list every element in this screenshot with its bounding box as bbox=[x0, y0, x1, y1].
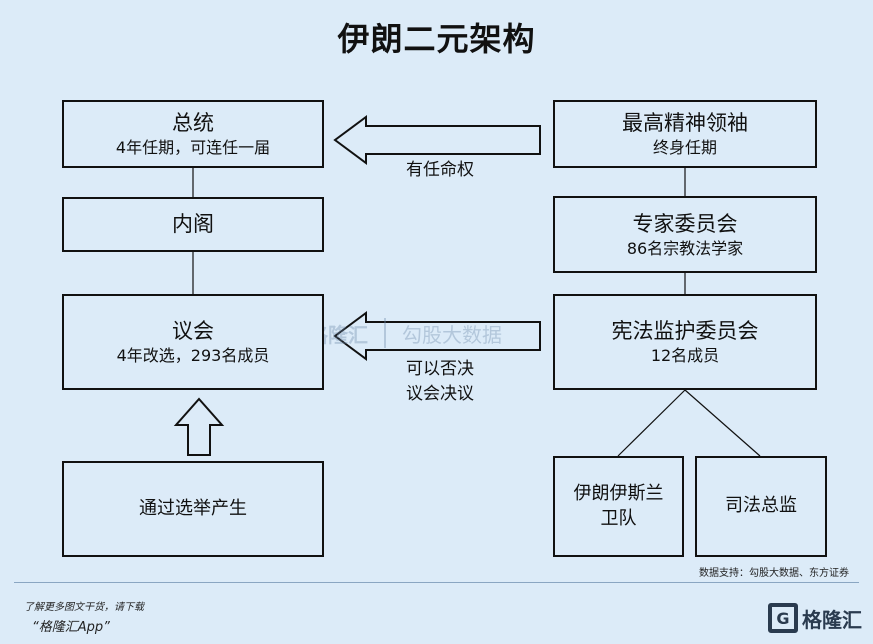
irgc-line1: 伊朗伊斯兰 bbox=[573, 483, 664, 505]
president-sub: 4年任期，可连任一届 bbox=[115, 138, 271, 158]
parliament-box: 议会 4年改选，293名成员 bbox=[62, 294, 324, 390]
election-arrow bbox=[173, 397, 225, 456]
leader-title: 最高精神领袖 bbox=[622, 111, 748, 136]
logo-icon: G bbox=[768, 603, 798, 633]
connector-guardian-judiciary bbox=[684, 389, 761, 457]
diagram-title: 伊朗二元架构 bbox=[337, 20, 536, 58]
brand-logo: G 格隆汇 bbox=[768, 598, 862, 638]
election-title: 通过选举产生 bbox=[139, 497, 247, 519]
guardian-box: 宪法监护委员会 12名成员 bbox=[553, 294, 817, 390]
experts-box: 专家委员会 86名宗教法学家 bbox=[553, 196, 817, 273]
logo-text: 格隆汇 bbox=[802, 607, 862, 632]
judiciary-box: 司法总监 bbox=[695, 456, 827, 557]
judiciary-title: 司法总监 bbox=[725, 495, 797, 517]
president-box: 总统 4年任期，可连任一届 bbox=[62, 100, 324, 168]
parliament-title: 议会 bbox=[172, 319, 214, 344]
experts-sub: 86名宗教法学家 bbox=[626, 238, 744, 258]
connector-guardian-irgc bbox=[617, 389, 686, 457]
veto-label: 可以否决 议会决议 bbox=[385, 357, 495, 406]
promo-line1: 了解更多图文干货，请下载 bbox=[24, 602, 144, 613]
election-box: 通过选举产生 bbox=[62, 461, 324, 557]
veto-arrow bbox=[333, 311, 541, 361]
leader-sub: 终身任期 bbox=[652, 138, 717, 158]
cabinet-title: 内阁 bbox=[172, 212, 214, 237]
cabinet-box: 内阁 bbox=[62, 197, 324, 252]
irgc-box: 伊朗伊斯兰 卫队 bbox=[553, 456, 684, 557]
experts-title: 专家委员会 bbox=[632, 211, 738, 236]
veto-label-line2: 议会决议 bbox=[406, 383, 474, 404]
leader-box: 最高精神领袖 终身任期 bbox=[553, 100, 817, 168]
guardian-title: 宪法监护委员会 bbox=[611, 319, 759, 344]
appoint-arrow bbox=[333, 115, 541, 165]
promo-line2: “格隆汇App” bbox=[32, 620, 110, 635]
parliament-sub: 4年改选，293名成员 bbox=[116, 346, 270, 366]
watermark-sub: 勾股大数据 bbox=[402, 322, 502, 347]
appoint-label: 有任命权 bbox=[406, 160, 474, 180]
guardian-sub: 12名成员 bbox=[650, 346, 720, 366]
footer-divider bbox=[14, 582, 859, 583]
veto-label-line1: 可以否决 bbox=[406, 359, 474, 379]
source-note: 数据支持：勾股大数据、东方证券 bbox=[699, 568, 849, 579]
president-title: 总统 bbox=[172, 111, 214, 136]
watermark-divider bbox=[384, 318, 386, 348]
irgc-line2: 卫队 bbox=[600, 507, 637, 529]
